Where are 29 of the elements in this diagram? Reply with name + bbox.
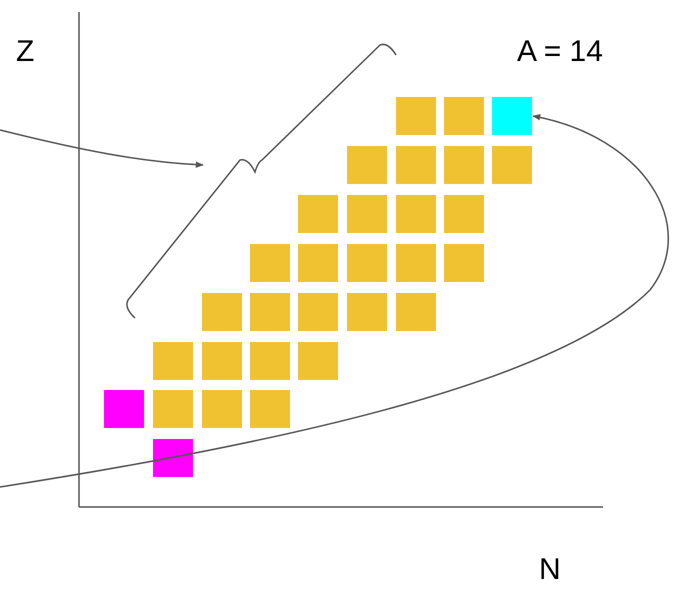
nuclide-square bbox=[250, 342, 290, 380]
axis-label: Z bbox=[16, 37, 34, 67]
nuclide-square bbox=[396, 244, 436, 282]
axis-label: N bbox=[539, 555, 561, 585]
nuclide-square bbox=[298, 293, 338, 331]
nuclide-square bbox=[298, 342, 338, 380]
nuclide-square bbox=[153, 390, 193, 428]
nuclide-square bbox=[444, 244, 484, 282]
nuclide-square bbox=[153, 342, 193, 380]
nuclide-square bbox=[444, 146, 484, 184]
nuclide-square bbox=[396, 146, 436, 184]
nuclide-square bbox=[444, 195, 484, 233]
nuclide-square bbox=[396, 195, 436, 233]
nuclide-square bbox=[104, 390, 144, 428]
curved-arrow bbox=[0, 114, 669, 488]
axis-label: A = 14 bbox=[517, 37, 603, 67]
nuclide-square bbox=[396, 293, 436, 331]
nuclide-square bbox=[250, 390, 290, 428]
nuclide-square bbox=[492, 146, 532, 184]
nuclide-square bbox=[347, 293, 387, 331]
nuclide-square bbox=[153, 439, 193, 477]
nuclide-square bbox=[396, 97, 436, 135]
nuclide-square bbox=[202, 342, 242, 380]
nuclide-square bbox=[202, 390, 242, 428]
nuclide-square bbox=[444, 97, 484, 135]
curved-arrow bbox=[0, 129, 204, 168]
nuclide-square bbox=[202, 293, 242, 331]
nuclide-square bbox=[492, 97, 532, 135]
nuclide-square bbox=[250, 293, 290, 331]
